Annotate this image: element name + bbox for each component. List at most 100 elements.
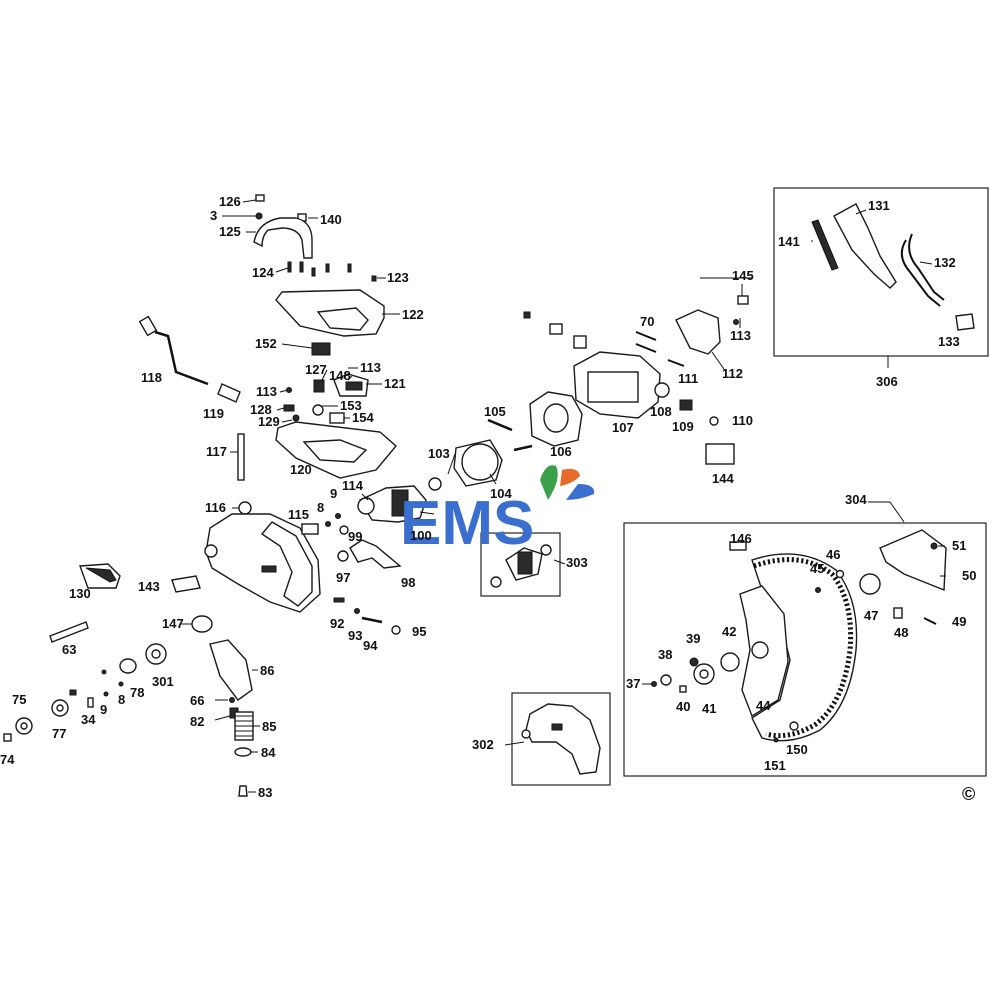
part-label-95: 95: [412, 624, 426, 639]
part-label-131: 131: [868, 198, 890, 213]
part-label-75: 75: [12, 692, 26, 707]
bolt-105: [487, 418, 513, 432]
part-label-84: 84: [261, 745, 276, 760]
inset-box-304: [623, 522, 987, 777]
part-label-143: 143: [138, 579, 160, 594]
part-132: [900, 233, 945, 307]
part-label-3a: 3: [210, 208, 217, 223]
part-129: [292, 414, 300, 422]
bracket-115: [301, 523, 319, 535]
label-144: [705, 443, 735, 465]
part-label-103: 103: [428, 446, 450, 461]
part-label-85: 85: [262, 719, 276, 734]
cover-cutout: [316, 307, 369, 331]
switch-152: [311, 342, 331, 356]
washer-153: [312, 404, 324, 416]
motor-housing-body: [587, 371, 639, 403]
part-141: [811, 219, 839, 271]
part-label-83: 83: [258, 785, 272, 800]
brush-cover-112: [675, 309, 721, 355]
part-label-133: 133: [938, 334, 960, 349]
screws-124: [287, 261, 352, 277]
part-label-154: 154: [352, 410, 374, 425]
part-label-49: 49: [952, 614, 966, 629]
part-label-82: 82: [190, 714, 204, 729]
part-45: [815, 587, 821, 593]
part-74: [3, 733, 12, 742]
part-label-40: 40: [676, 699, 690, 714]
part-label-150: 150: [786, 742, 808, 757]
part-131: [833, 203, 897, 289]
part-label-128: 128: [250, 402, 272, 417]
part-label-146: 146: [730, 531, 752, 546]
bearing-103: [428, 477, 442, 491]
part-label-46: 46: [826, 547, 840, 562]
part-label-34: 34: [81, 712, 96, 727]
part-label-108: 108: [650, 404, 672, 419]
part-label-123: 123: [387, 270, 409, 285]
shaft-63: [49, 621, 89, 643]
part-127: [313, 379, 325, 393]
part-label-100: 100: [410, 528, 432, 543]
part-label-121: 121: [384, 376, 406, 391]
bolt-48: [893, 607, 903, 619]
part-label-151: 151: [764, 758, 786, 773]
part-top-c: [573, 335, 587, 349]
part-label-105: 105: [484, 404, 506, 419]
part-label-94: 94: [363, 638, 378, 653]
part-147: [191, 615, 213, 633]
part-label-97: 97: [336, 570, 350, 585]
screw-top-a: [523, 311, 531, 319]
part-label-37: 37: [626, 676, 640, 691]
part-label-9b: 9: [100, 702, 107, 717]
copyright-mark: ©: [962, 784, 975, 804]
screw-37: [651, 681, 657, 687]
part-75-hole: [20, 722, 28, 730]
part-148: [345, 381, 363, 391]
part-label-118: 118: [141, 370, 162, 385]
screw-51: [930, 542, 938, 550]
bracket-86: [209, 639, 253, 701]
watermark-text: EMS: [400, 489, 534, 558]
part-label-38: 38: [658, 647, 672, 662]
part-label-77: 77: [52, 726, 66, 741]
blade-guard-assembly: [204, 501, 402, 635]
rod-94: [361, 616, 383, 624]
part-133: [955, 313, 975, 331]
part-label-114: 114: [342, 478, 364, 493]
part-label-129: 129: [258, 414, 280, 429]
handle-125: [253, 217, 313, 259]
screw-113c: [733, 319, 739, 325]
part-label-152: 152: [255, 336, 277, 351]
part-label-39: 39: [686, 631, 700, 646]
part-83: [238, 785, 248, 797]
part-top-b: [549, 323, 563, 335]
part-label-44: 44: [756, 698, 771, 713]
cord-protector-119: [217, 383, 241, 403]
part-label-148: 148: [329, 368, 351, 383]
part-label-306: 306: [876, 374, 898, 389]
part-145: [737, 295, 749, 305]
part-label-42: 42: [722, 624, 736, 639]
part-label-145: 145: [732, 268, 754, 283]
stator-bore: [543, 403, 569, 433]
screw-111: [667, 359, 685, 367]
part-151: [773, 737, 779, 743]
flange-41-hole: [699, 669, 709, 679]
part-label-132: 132: [934, 255, 956, 270]
part-label-78: 78: [130, 685, 144, 700]
part-154: [329, 412, 345, 424]
pin-92: [333, 597, 345, 603]
screw-9b: [103, 691, 109, 697]
part-label-124: 124: [252, 265, 274, 280]
watermark-logo: EMS: [400, 465, 595, 558]
part-108: [654, 382, 670, 398]
part-label-66: 66: [190, 693, 204, 708]
part-label-301: 301: [152, 674, 174, 689]
part-150: [789, 721, 799, 731]
guard-plate-50: [879, 529, 947, 592]
part-label-130: 130: [69, 586, 91, 601]
part-40: [679, 685, 687, 693]
bottom-left-parts: [3, 563, 254, 797]
part-label-110: 110: [732, 413, 753, 428]
